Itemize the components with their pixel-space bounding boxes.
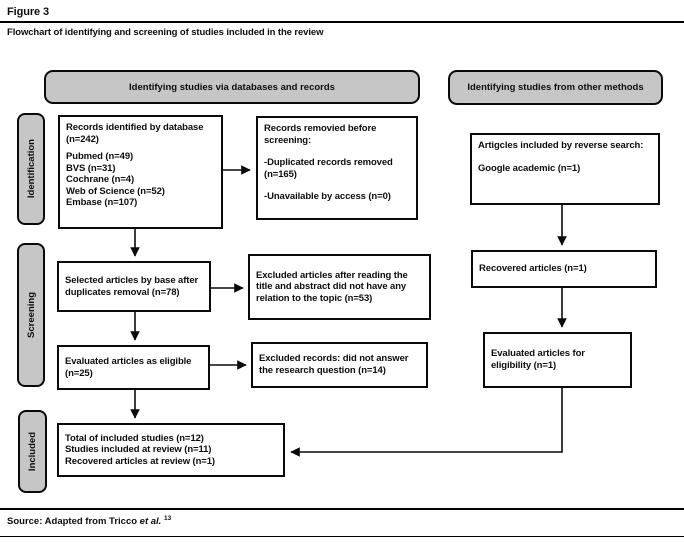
stage-identification: Identification: [17, 113, 45, 225]
box-evaluated-eligible: Evaluated articles as eligible (n=25): [57, 345, 210, 390]
box-excluded-records: Excluded records: did not answer the res…: [251, 342, 428, 388]
header-databases-records: Identifying studies via databases and re…: [44, 70, 420, 104]
recovered-articles-text: Recovered articles (n=1): [479, 263, 587, 275]
arrow-eligibility-to-included: [290, 388, 563, 457]
source-etal: et al.: [139, 516, 162, 528]
records-identified-item: Pubmed (n=49): [66, 151, 134, 163]
reverse-search-item: Google academic (n=1): [478, 162, 581, 174]
stage-included-label: Included: [27, 431, 38, 472]
stage-screening: Screening: [17, 243, 45, 387]
source-note: Source: Adapted from Tricco et al. 13: [7, 515, 171, 527]
excluded-title-abstract-text: Excluded articles after reading the titl…: [256, 269, 408, 304]
box-records-removed: Records removied before screening: -Dupl…: [256, 116, 418, 220]
included-total-line: Studies included at review (n=11): [65, 444, 212, 456]
records-removed-item: -Duplicated records removed (n=165): [264, 157, 393, 180]
excluded-records-text: Excluded records: did not answer the res…: [259, 353, 409, 376]
spacer: [264, 180, 410, 191]
stage-screening-label: Screening: [25, 292, 37, 338]
box-evaluated-eligibility: Evaluated articles for eligibility (n=1): [483, 332, 632, 388]
source-ref: 13: [163, 515, 172, 522]
reverse-search-title: Artigcles included by reverse search:: [478, 140, 644, 151]
records-identified-item: Cochrane (n=4): [66, 174, 135, 186]
source-rule: [0, 508, 684, 510]
records-identified-title: Records identified by database (n=242): [66, 122, 204, 145]
bottom-rule: [0, 536, 684, 537]
header-other-methods: Identifying studies from other methods: [448, 70, 663, 105]
selected-articles-text: Selected articles by base after duplicat…: [65, 274, 199, 298]
spacer: [264, 146, 410, 157]
box-reverse-search: Artigcles included by reverse search: Go…: [470, 133, 660, 205]
box-records-identified: Records identified by database (n=242) P…: [58, 115, 223, 229]
figure-caption: Flowchart of identifying and screening o…: [7, 27, 324, 38]
box-recovered-articles: Recovered articles (n=1): [471, 250, 657, 288]
included-total-line: Total of included studies (n=12): [65, 432, 204, 444]
top-rule: [0, 21, 684, 23]
records-removed-title: Records removied before screening:: [264, 123, 377, 146]
stage-identification-label: Identification: [25, 139, 37, 199]
records-identified-item: Embase (n=107): [66, 197, 138, 209]
records-identified-item: BVS (n=31): [66, 162, 116, 174]
records-removed-item: -Unavailable by access (n=0): [264, 191, 391, 203]
box-included-total: Total of included studies (n=12) Studies…: [57, 423, 285, 477]
evaluated-eligible-text: Evaluated articles as eligible (n=25): [65, 355, 192, 379]
box-excluded-title-abstract: Excluded articles after reading the titl…: [248, 254, 431, 320]
included-total-line: Recovered articles at review (n=1): [65, 455, 215, 467]
box-selected-articles: Selected articles by base after duplicat…: [57, 261, 211, 312]
records-identified-item: Web of Science (n=52): [66, 185, 165, 197]
spacer: [478, 152, 652, 163]
figure-label: Figure 3: [7, 6, 49, 18]
evaluated-eligibility-text: Evaluated articles for eligibility (n=1): [491, 348, 585, 371]
source-text: Source: Adapted from Tricco: [7, 516, 140, 528]
stage-included: Included: [18, 410, 47, 493]
